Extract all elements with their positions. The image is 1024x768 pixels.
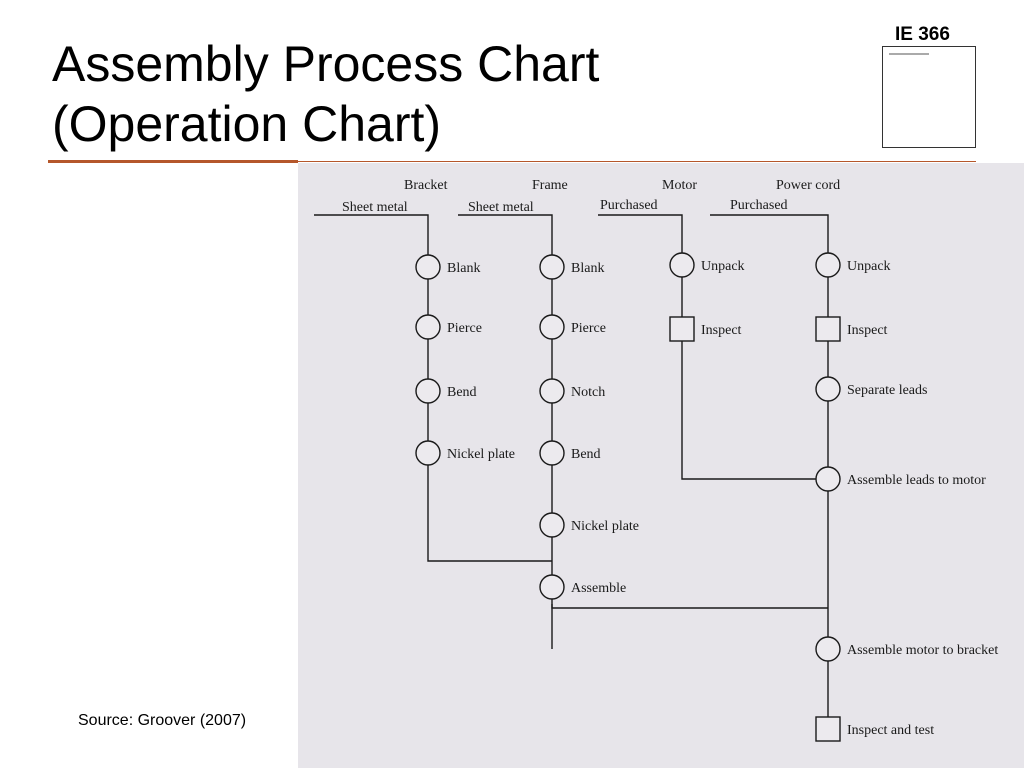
frame-operation-symbol-1 (539, 254, 565, 280)
cord-inspection-symbol-2 (815, 316, 841, 342)
frame-to-final-line (551, 604, 828, 609)
motor-flow-line (598, 214, 828, 480)
frame-step-label-2: Pierce (571, 321, 606, 336)
frame-operation-symbol-3 (539, 378, 565, 404)
cord-step-label-3: Separate leads (847, 383, 927, 398)
bracket-operation-symbol-3 (415, 378, 441, 404)
frame-operation-symbol-4 (539, 440, 565, 466)
bracket-step-label-2: Pierce (447, 321, 482, 336)
cord-operation-symbol-1 (815, 252, 841, 278)
scanned-textbook-figure: Bracket Frame Motor Power cord Sheet met… (298, 163, 1024, 768)
frame-step-label-4: Bend (571, 447, 601, 462)
material-power-cord: Purchased (730, 198, 788, 213)
material-bracket: Sheet metal (342, 200, 408, 215)
slide-title-line-2: (Operation Chart) (52, 96, 442, 152)
frame-operation-symbol-2 (539, 314, 565, 340)
component-name-bracket: Bracket (404, 178, 448, 193)
slide-title-line-1: Assembly Process Chart (52, 36, 600, 92)
component-name-power-cord: Power cord (776, 178, 840, 193)
source-citation: Source: Groover (2007) (78, 712, 247, 729)
frame-step-label-1: Blank (571, 261, 604, 276)
operation-chart-diagram: Bracket Frame Motor Power cord Sheet met… (314, 178, 998, 742)
motor-inspection-symbol-2 (669, 316, 695, 342)
slide-thumbnail (882, 46, 976, 148)
component-name-motor: Motor (662, 178, 697, 193)
course-code: IE 366 (895, 24, 950, 45)
flow-lines (314, 214, 829, 718)
bracket-step-label-3: Bend (447, 385, 477, 400)
cord-step-label-2: Inspect (847, 323, 888, 338)
cord-flow-line (710, 214, 829, 718)
frame-operation-symbol-6 (539, 574, 565, 600)
bracket-operation-symbol-2 (415, 314, 441, 340)
frame-flow-line (458, 214, 553, 649)
final-operation-symbol-1 (815, 636, 841, 662)
frame-step-label-6: Assemble (571, 581, 626, 596)
cord-step-label-4: Assemble leads to motor (847, 473, 986, 488)
cord-step-label-1: Unpack (847, 259, 891, 274)
motor-step-label-1: Unpack (701, 259, 745, 274)
final-step-label-2: Inspect and test (847, 723, 934, 738)
material-frame: Sheet metal (468, 200, 534, 215)
motor-step-label-2: Inspect (701, 323, 742, 338)
frame-step-label-3: Notch (571, 385, 605, 400)
frame-operation-symbol-5 (539, 512, 565, 538)
bracket-step-label-4: Nickel plate (447, 447, 515, 462)
bracket-step-label-1: Blank (447, 261, 480, 276)
cord-operation-symbol-3 (815, 376, 841, 402)
component-name-frame: Frame (532, 178, 568, 193)
material-motor: Purchased (600, 198, 658, 213)
cord-operation-symbol-4 (815, 466, 841, 492)
frame-step-label-5: Nickel plate (571, 519, 639, 534)
thumbnail-text-line (889, 53, 929, 55)
final-inspection-symbol-2 (815, 716, 841, 742)
title-underline (48, 160, 298, 163)
title-underline-thin (298, 161, 976, 162)
bracket-operation-symbol-1 (415, 254, 441, 280)
slide-title: Assembly Process Chart (Operation Chart) (52, 34, 599, 154)
final-step-label-1: Assemble motor to bracket (847, 643, 998, 658)
bracket-operation-symbol-4 (415, 440, 441, 466)
motor-operation-symbol-1 (669, 252, 695, 278)
